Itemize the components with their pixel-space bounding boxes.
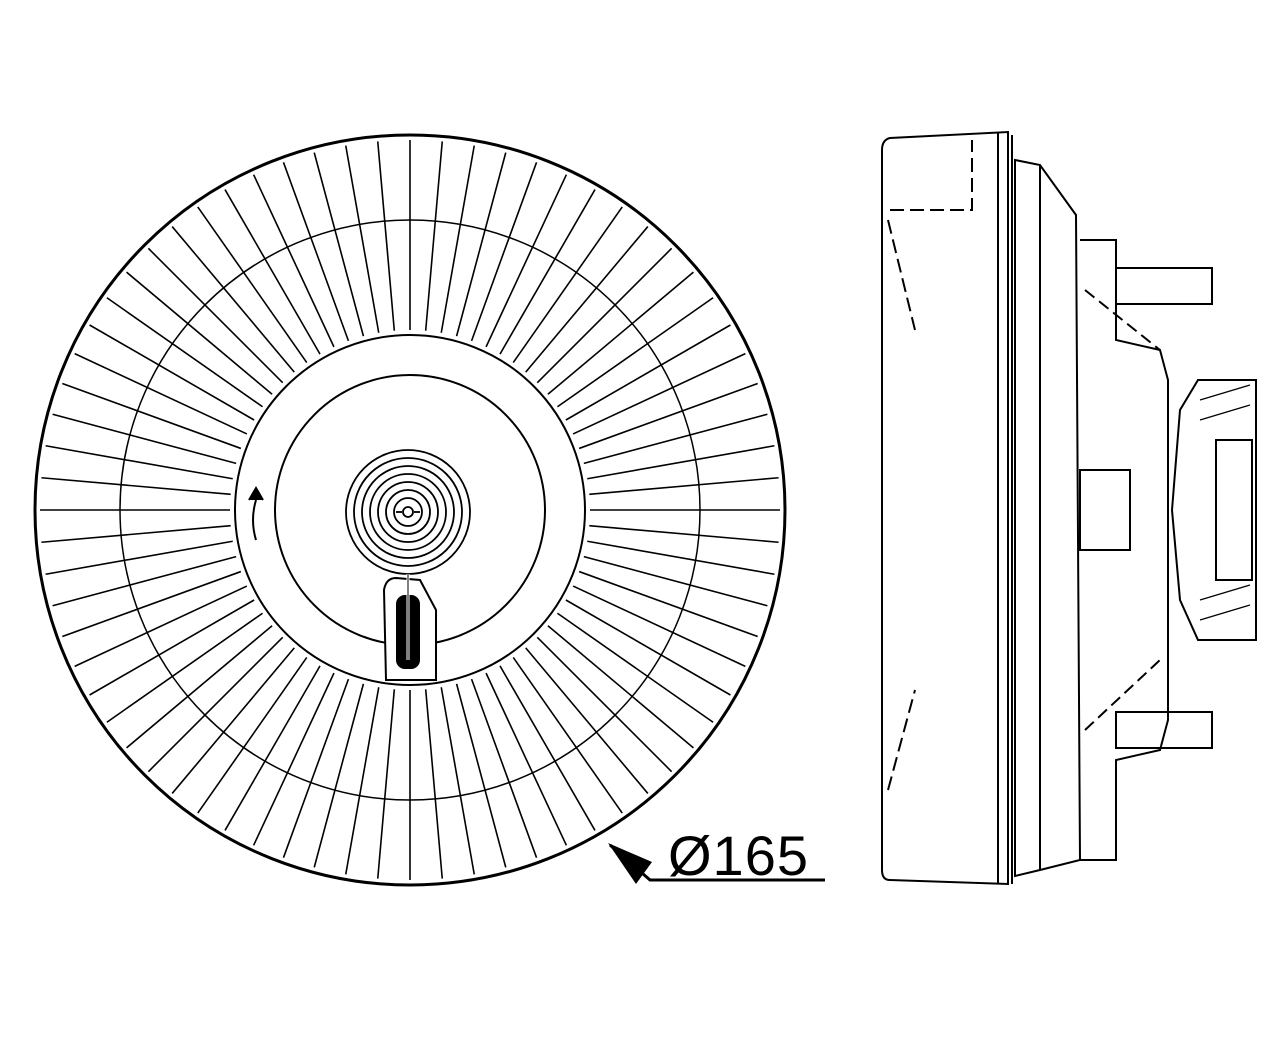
diameter-dimension-label: Ø165 bbox=[668, 824, 809, 887]
rotation-arrow-icon bbox=[248, 486, 264, 541]
front-view bbox=[33, 133, 825, 887]
side-view bbox=[881, 130, 1257, 886]
dimension-leader bbox=[608, 843, 825, 884]
bimetal-spiral bbox=[345, 449, 471, 575]
spring-clip bbox=[382, 574, 437, 681]
